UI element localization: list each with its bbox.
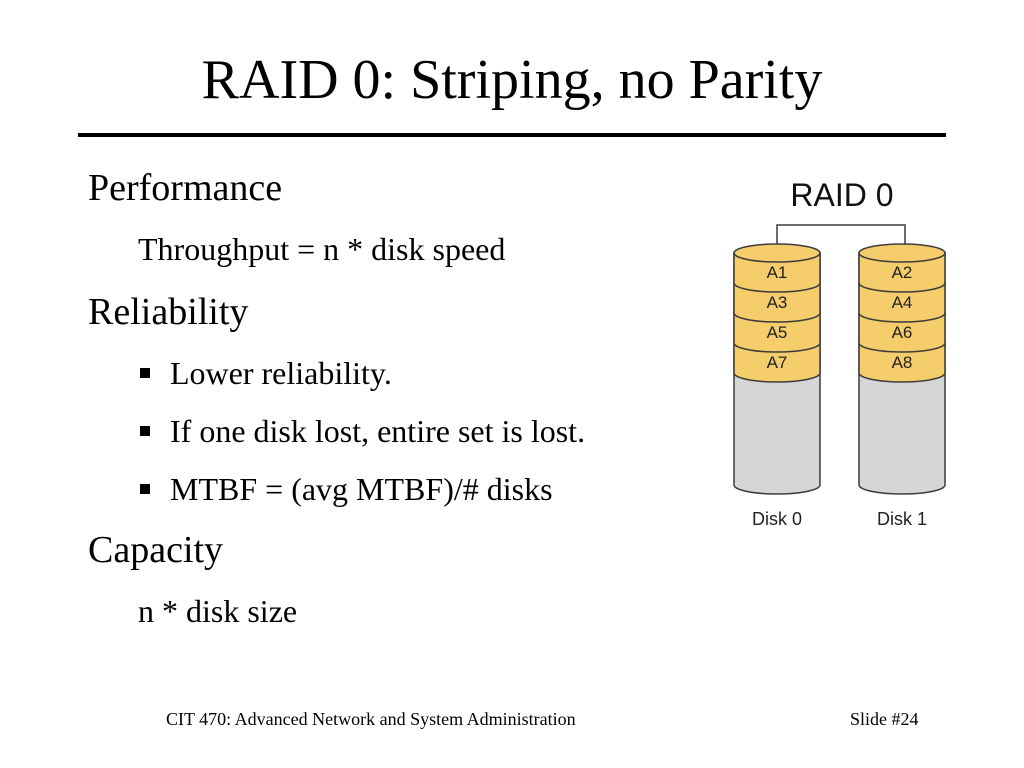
disk-1: A2 A4 A6 A8 Disk 1: [858, 243, 946, 529]
reliability-bullet: MTBF = (avg MTBF)/# disks: [140, 469, 553, 509]
performance-item: Throughput = n * disk speed: [138, 231, 506, 267]
data-block: [858, 252, 946, 293]
disk-label: Disk 0: [752, 509, 802, 529]
data-block: [733, 282, 821, 323]
block-label: A7: [767, 353, 788, 372]
diagram-title: RAID 0: [790, 177, 893, 213]
block-label: A2: [892, 263, 913, 282]
block-label: A6: [892, 323, 913, 342]
block-label: A4: [892, 293, 913, 312]
reliability-bullet: If one disk lost, entire set is lost.: [140, 411, 585, 451]
bullet-text: If one disk lost, entire set is lost.: [170, 413, 586, 449]
block-label: A5: [767, 323, 788, 342]
bullet-text: MTBF = (avg MTBF)/# disks: [170, 471, 553, 507]
slide-title: RAID 0: Striping, no Parity: [201, 49, 823, 111]
heading-capacity: Capacity: [88, 529, 224, 571]
bullet-text: Lower reliability.: [170, 355, 392, 391]
title-divider: [78, 133, 946, 137]
reliability-bullet: Lower reliability.: [140, 353, 392, 393]
heading-reliability: Reliability: [88, 291, 249, 333]
block-label: A8: [892, 353, 913, 372]
bullet-square-icon: [140, 368, 150, 378]
stripe-connector: [776, 224, 906, 252]
disk-top: [733, 243, 821, 263]
data-block: [858, 342, 946, 383]
footer-slide-number: Slide #24: [850, 709, 919, 729]
footer-course: CIT 470: Advanced Network and System Adm…: [166, 709, 576, 729]
data-block: [733, 342, 821, 383]
bullet-square-icon: [140, 426, 150, 436]
disk-label: Disk 1: [877, 509, 927, 529]
data-block: [733, 252, 821, 293]
block-label: A3: [767, 293, 788, 312]
bullet-square-icon: [140, 484, 150, 494]
block-label: A1: [767, 263, 788, 282]
data-block: [733, 312, 821, 353]
data-block: [858, 312, 946, 353]
disk-top: [858, 243, 946, 263]
disk-0: A1 A3 A5 A7 Disk 0: [733, 243, 821, 529]
data-block: [858, 282, 946, 323]
raid0-diagram: RAID 0 A1 A3 A5 A7 Disk 0 A2 A4 A6 A8: [725, 170, 955, 540]
raid0-diagram-svg: RAID 0 A1 A3 A5 A7 Disk 0 A2 A4 A6 A8: [733, 177, 946, 529]
capacity-item: n * disk size: [138, 593, 298, 629]
heading-performance: Performance: [88, 167, 283, 209]
